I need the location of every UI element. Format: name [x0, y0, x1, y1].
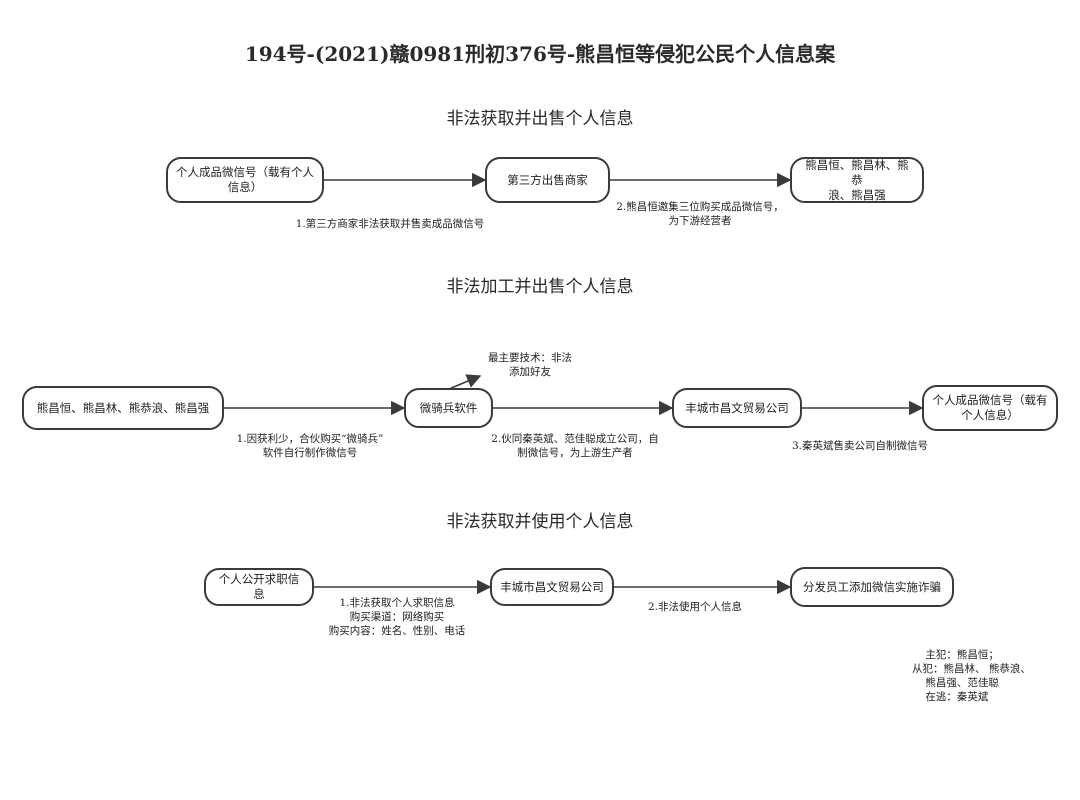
edge-label-s2-2: 2.伙同秦英斌、范佳聪成立公司，自 制微信号，为上游生产者: [491, 433, 659, 459]
node-s2-defendants: 熊昌恒、熊昌林、熊恭浪、熊昌强: [22, 386, 224, 430]
diagram-title: 194号-(2021)赣0981刑初376号-熊昌恒等侵犯公民个人信息案: [244, 42, 836, 66]
edge-label-s1-1: 1.第三方商家非法获取并售卖成品微信号: [295, 218, 485, 230]
section-heading-3: 非法获取并使用个人信息: [446, 512, 634, 532]
node-s1-wechat-accounts: 个人成品微信号（载有个人 信息）: [166, 157, 324, 203]
node-s2-weiqibing-software: 微骑兵软件: [404, 388, 493, 428]
node-s3-job-info: 个人公开求职信息: [204, 568, 314, 606]
edge-label-s3-2: 2.非法使用个人信息: [647, 601, 743, 613]
node-s1-defendants: 熊昌恒、熊昌林、熊恭 浪、熊昌强: [790, 157, 924, 203]
edge-label-s1-2: 2.熊昌恒邀集三位购买成品微信号， 为下游经营者: [616, 201, 784, 227]
node-s2-trading-company: 丰城市昌文贸易公司: [672, 388, 802, 428]
node-s2-wechat-accounts: 个人成品微信号（载有 个人信息）: [922, 385, 1058, 431]
section-heading-2: 非法加工并出售个人信息: [446, 277, 634, 297]
node-s3-trading-company: 丰城市昌文贸易公司: [490, 568, 614, 606]
defendants-roles-note: 主犯：熊昌恒； 从犯：熊昌林、 熊恭浪、 熊昌强、范佳聪 在逃：秦英斌: [912, 649, 1031, 703]
node-s3-employees-fraud: 分发员工添加微信实施诈骗: [790, 567, 954, 607]
edge-label-s2-3: 3.秦英斌售卖公司自制微信号: [791, 440, 929, 452]
tech-note: 最主要技术：非法 添加好友: [488, 352, 572, 378]
edge-label-s3-1: 1.非法获取个人求职信息 购买渠道：网络购买 购买内容：姓名、性别、电话: [328, 597, 466, 637]
section-heading-1: 非法获取并出售个人信息: [446, 109, 634, 129]
edge-label-s2-1: 1.因获利少，合伙购买“微骑兵” 软件自行制作微信号: [236, 433, 384, 459]
node-s1-third-party-seller: 第三方出售商家: [485, 157, 610, 203]
